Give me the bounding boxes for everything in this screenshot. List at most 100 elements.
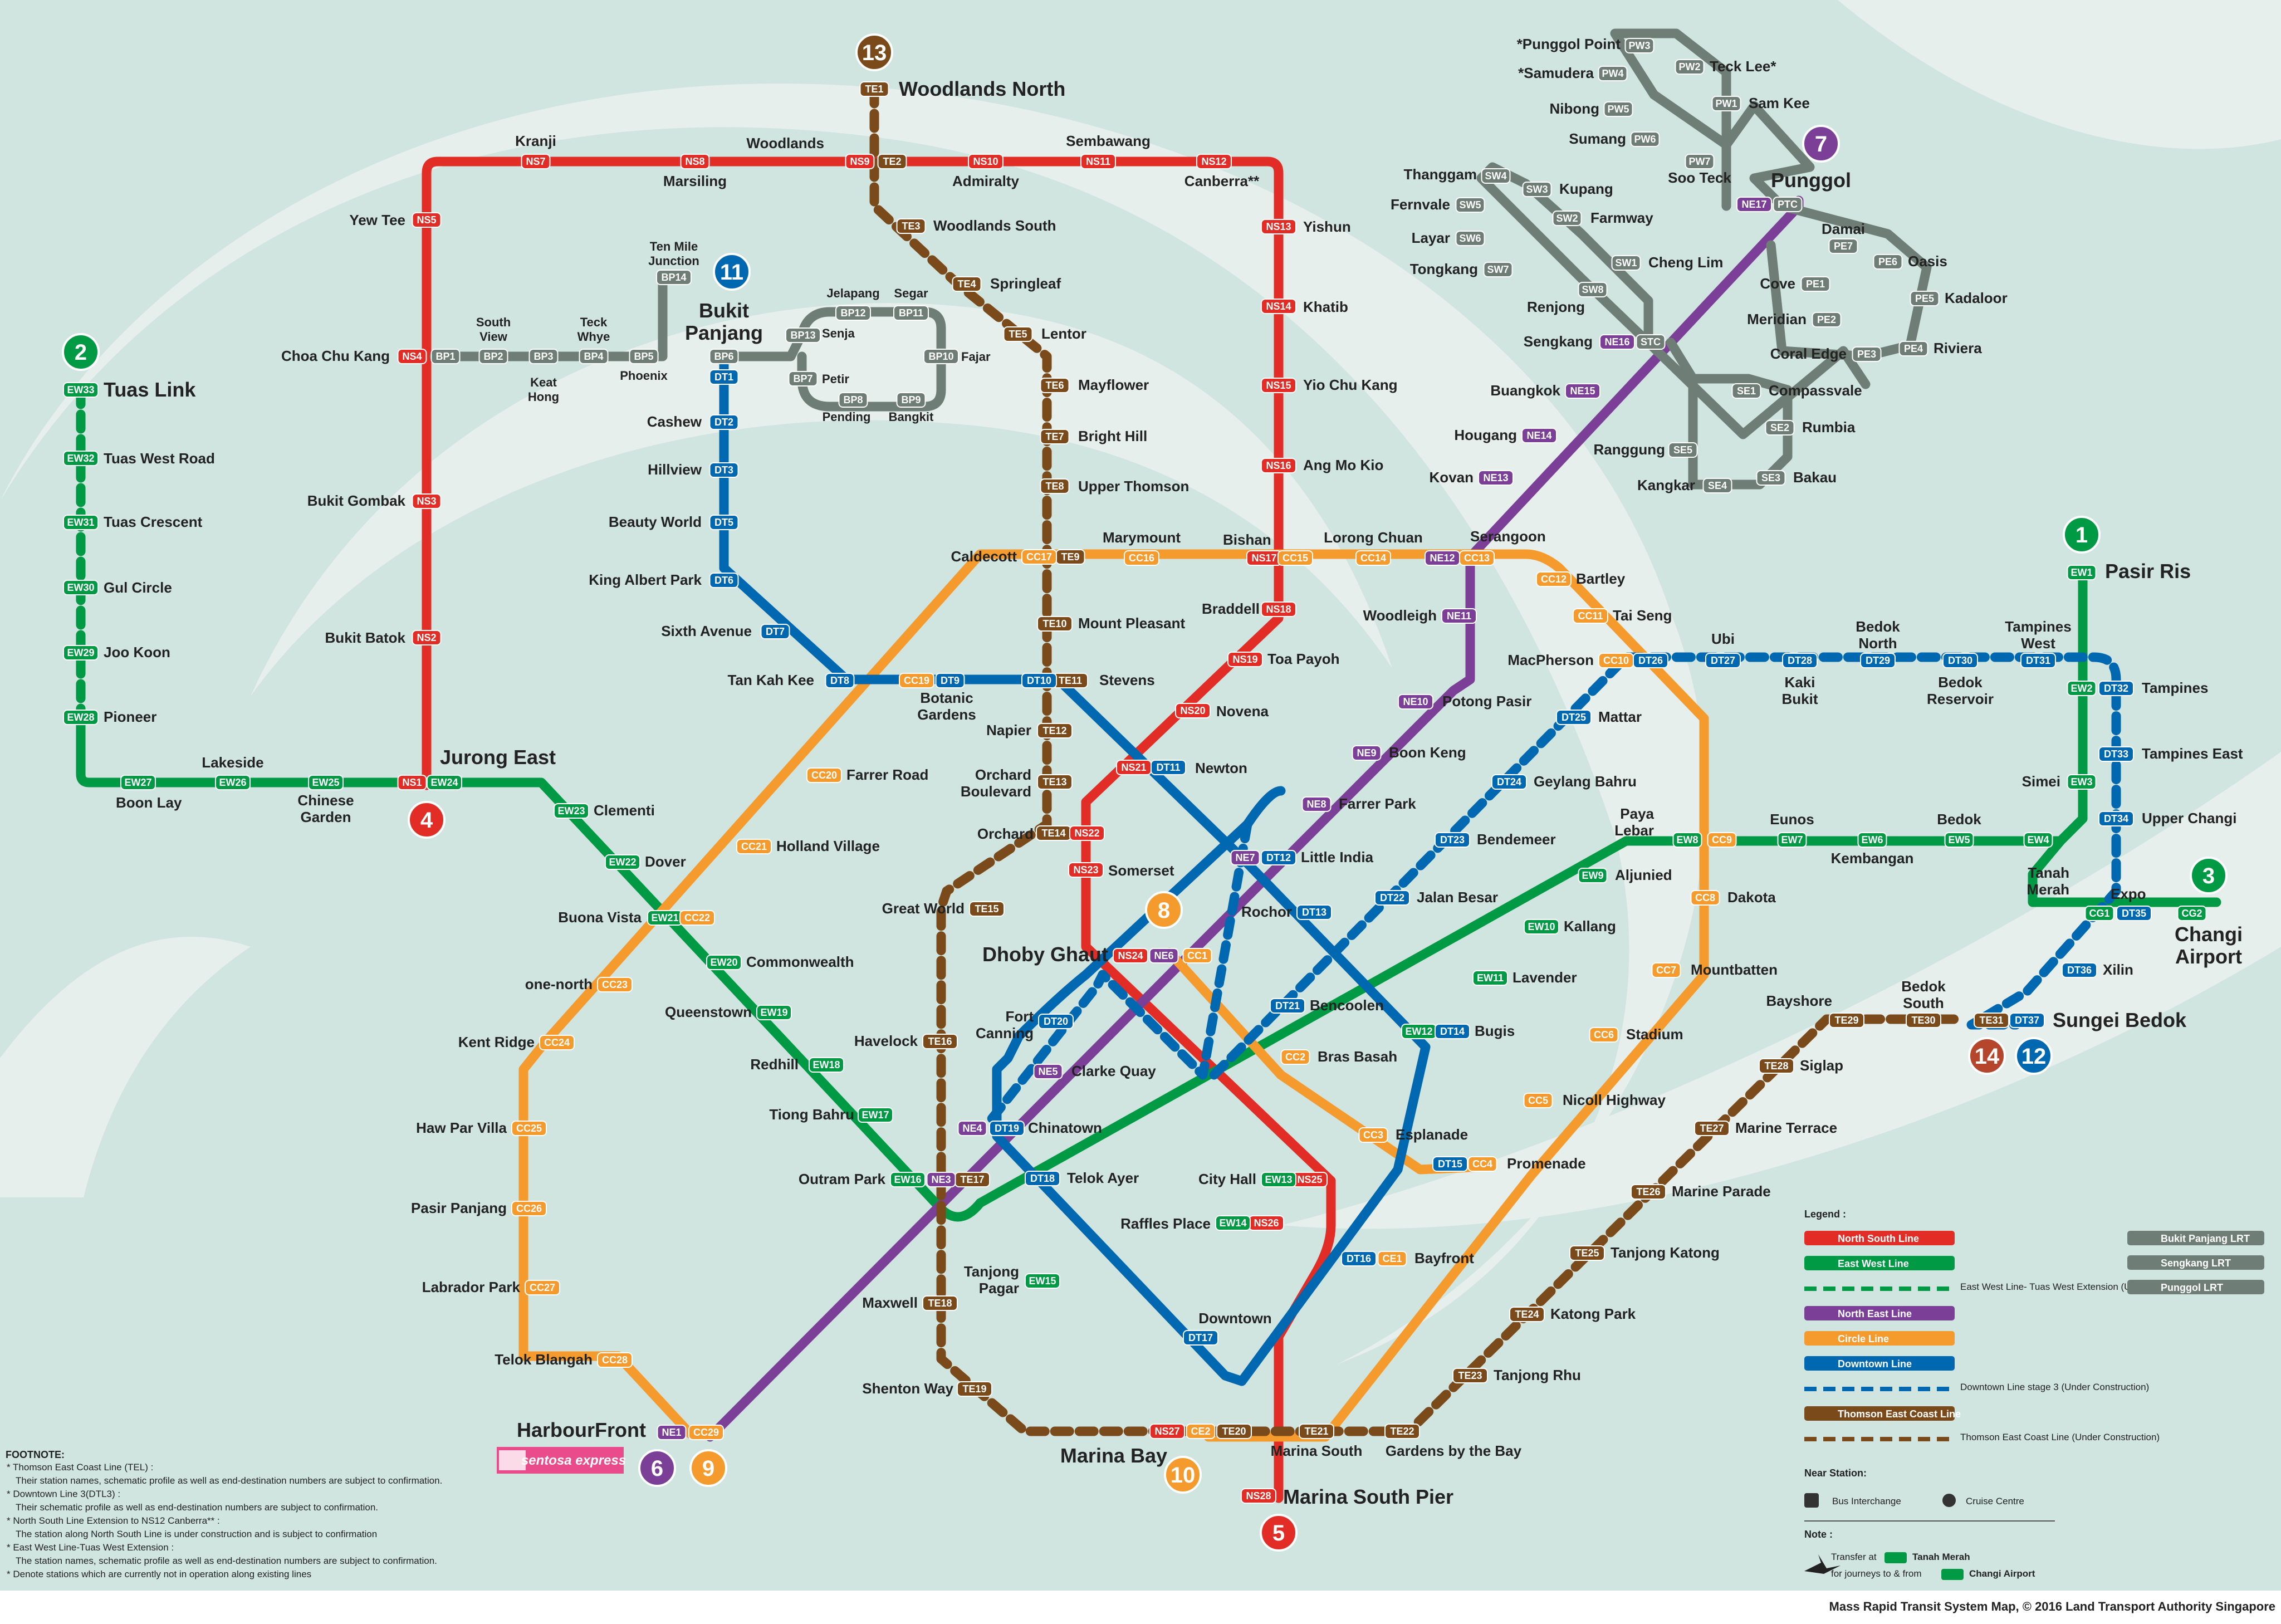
station-name-text: Marymount: [1103, 529, 1181, 546]
note-title: Note :: [1804, 1529, 1833, 1540]
station-name-text: Sam Kee: [1749, 95, 1810, 111]
station-code-tag: [1377, 1251, 1407, 1266]
station-code-text: TE1: [865, 84, 883, 95]
station-code-text: PW3: [1628, 40, 1650, 51]
station-code-text: CC3: [1363, 1129, 1383, 1141]
station-code-text: TE3: [902, 221, 920, 232]
line-badge-2: 2: [62, 333, 100, 371]
station-code-tag: [1033, 1064, 1063, 1079]
bp-lrt-trunk: [429, 271, 668, 361]
station-label: Bendemeer: [1477, 831, 1556, 848]
station-name-text: Hougang: [1454, 427, 1517, 443]
line-badge-4: 4: [408, 801, 446, 839]
station-code-dt22: DT22: [1374, 890, 1410, 906]
station-label: Tanjong Rhu: [1494, 1367, 1581, 1383]
station-code-text: TE29: [1834, 1015, 1858, 1026]
station-name-text: Pasir Panjang: [411, 1200, 507, 1216]
station-code-tag: [1270, 998, 1305, 1014]
station-label: *Punggol Point: [1517, 36, 1621, 52]
station-code-sw1: SW1: [1611, 255, 1641, 271]
station-code-dt9: DT9: [935, 673, 965, 688]
station-name-text: Panjang: [685, 321, 763, 344]
station-code-text: CC2: [1285, 1051, 1305, 1063]
ns-line: [422, 156, 1336, 1503]
station-name-text: Sengkang: [1524, 333, 1593, 350]
station-code-tag: [1261, 458, 1296, 473]
station-name-text: Bencoolen: [1310, 997, 1384, 1014]
line-badge-circle: [713, 253, 751, 291]
station-code-text: NE8: [1306, 799, 1326, 810]
station-name-text: Segar: [894, 286, 928, 300]
station-name-text: Newton: [1195, 760, 1247, 776]
station-label: Rochor: [1241, 903, 1292, 920]
line-badge-circle: [1802, 125, 1840, 163]
station-code-tag: [63, 580, 99, 595]
station-code-text: EW24: [430, 777, 458, 788]
station-code-cc25: CC25: [511, 1121, 547, 1136]
station-code-text: DT11: [1156, 762, 1180, 773]
station-code-ne10: NE10: [1398, 694, 1433, 710]
station-code-tag: [427, 775, 462, 790]
station-name-text: Redhill: [750, 1056, 799, 1073]
station-code-text: NS27: [1154, 1426, 1179, 1437]
legend-label: East West Line: [1838, 1258, 1909, 1269]
station-name-text: Tanjong Katong: [1611, 1244, 1720, 1261]
station-code-text: BP10: [928, 351, 953, 362]
station-code-text: DT31: [2026, 655, 2050, 666]
station-code-dt10: DT10: [1021, 673, 1057, 688]
station-code-tag: [1455, 197, 1485, 213]
station-code-text: NS8: [685, 156, 704, 167]
station-name-text: Shenton Way: [862, 1380, 953, 1397]
station-code-te20: TE20: [1216, 1424, 1252, 1439]
line-badge-1: 1: [2063, 516, 2101, 554]
station-code-te22: TE22: [1384, 1424, 1420, 1439]
station-name-text: Joo Koon: [104, 644, 170, 661]
station-name-text: Marina Bay: [1060, 1444, 1167, 1467]
station-code-dt25: DT25: [1556, 710, 1592, 725]
station-code-tag: [1569, 1245, 1605, 1261]
station-name-text: Caldecott: [951, 548, 1017, 565]
station-code-ew32: EW32: [63, 451, 99, 466]
station-code-text: BP8: [843, 394, 863, 405]
station-name-text: Stevens: [1099, 672, 1155, 688]
station-code-text: CC17: [1026, 551, 1052, 562]
station-code-text: EW12: [1405, 1026, 1432, 1037]
station-code-text: BP5: [634, 351, 653, 362]
station-code-se1: SE1: [1731, 383, 1761, 399]
station-code-text: EW31: [67, 517, 94, 528]
station-name-text: Beauty World: [609, 513, 702, 530]
line-badge-circle: [855, 33, 893, 71]
station-label: Ranggung: [1593, 441, 1665, 458]
station-code-ce1: CE1: [1377, 1251, 1407, 1266]
station-code-bp7: BP7: [788, 371, 818, 387]
station-code-bp3: BP3: [528, 349, 559, 364]
station-code-ns27: NS27: [1149, 1424, 1185, 1439]
station-code-tag: [2009, 1012, 2045, 1028]
station-code-text: CC22: [684, 912, 710, 923]
station-name-text: Punggol: [1771, 169, 1851, 192]
station-code-sw4: SW4: [1481, 168, 1511, 184]
station-name-text: Bishan: [1223, 531, 1271, 548]
station-code-text: CC10: [1603, 655, 1629, 666]
station-code-tag: [1037, 723, 1073, 738]
station-code-ns3: NS3: [412, 493, 442, 509]
station-code-tag: [1756, 470, 1786, 486]
station-code-cc13: CC13: [1459, 550, 1495, 566]
station-code-te27: TE27: [1694, 1121, 1730, 1136]
station-code-tag: [1261, 850, 1296, 865]
legend-item: North East Line: [1804, 1306, 1955, 1320]
station-name-text: Sembawang: [1066, 133, 1151, 149]
station-label: Buangkok: [1490, 382, 1560, 399]
legend-label: Circle Line: [1838, 1333, 1889, 1344]
footnote-line: Their station names, schematic profile a…: [16, 1475, 442, 1486]
station-label: Telok Ayer: [1067, 1170, 1139, 1186]
line-badge-number: 10: [1171, 1463, 1196, 1488]
station-code-ns21: NS21: [1116, 760, 1152, 775]
station-name-text: Kallang: [1564, 918, 1616, 935]
station-code-text: NE7: [1235, 852, 1255, 863]
station-code-pw2: PW2: [1675, 59, 1705, 75]
station-code-ew14: EW14: [1215, 1215, 1251, 1231]
station-label: Bedok: [1937, 811, 1981, 828]
station-code-cg2: CG2: [2177, 906, 2207, 921]
footnote-line: * Downtown Line 3(DTL3) :: [7, 1489, 120, 1499]
